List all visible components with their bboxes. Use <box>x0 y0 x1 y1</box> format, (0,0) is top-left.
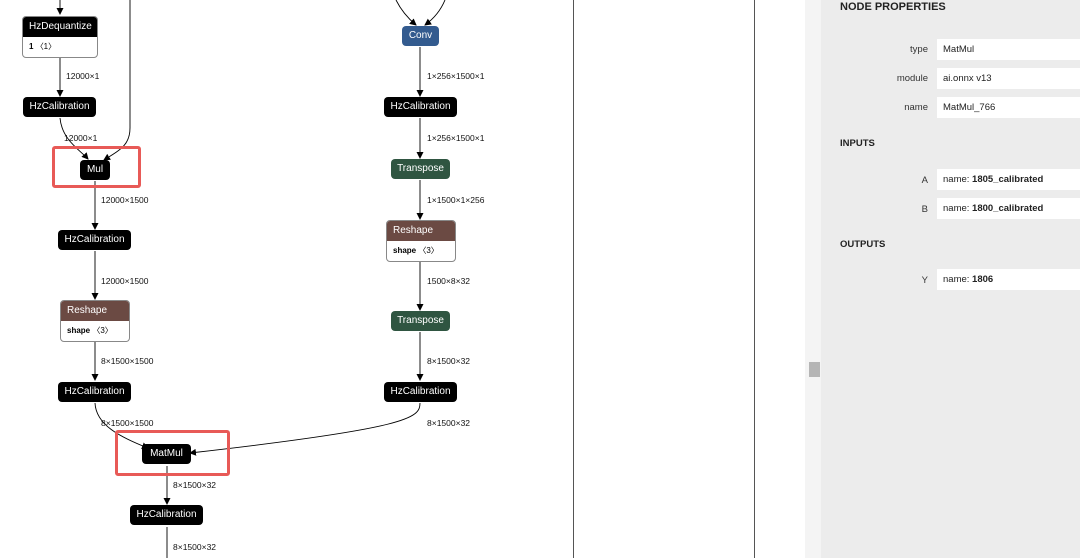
edge-hzcal3-matmul <box>94 402 149 450</box>
input-value-a[interactable]: name: 1805_calibrated <box>937 169 1080 190</box>
resize-grip[interactable] <box>809 362 820 377</box>
graph-canvas[interactable]: HzDequantize 1 〈1〉 HzCalibration Mul HzC… <box>0 0 805 558</box>
node-hzcalibration[interactable]: HzCalibration <box>384 97 457 117</box>
node-title: Reshape <box>61 301 129 321</box>
input-label-a: A <box>921 175 928 186</box>
node-matmul[interactable]: MatMul <box>142 444 191 464</box>
edge-label: 8×1500×1500 <box>101 356 154 366</box>
node-attribute: shape 〈3〉 <box>393 246 439 255</box>
edge-label: 8×1500×1500 <box>101 418 154 428</box>
panel-divider <box>754 0 755 558</box>
edge-label: 12000×1500 <box>101 195 149 205</box>
edge-label: 1×256×1500×1 <box>427 71 485 81</box>
property-label-module: module <box>896 73 928 84</box>
node-hzcalibration[interactable]: HzCalibration <box>58 382 131 402</box>
node-hzcalibration[interactable]: HzCalibration <box>23 97 96 117</box>
sidebar-resize-strip[interactable] <box>805 0 821 558</box>
edge-label: 8×1500×32 <box>427 356 471 366</box>
outputs-section-title: OUTPUTS <box>840 239 886 250</box>
node-title: Reshape <box>387 221 455 241</box>
node-hzcalibration[interactable]: HzCalibration <box>58 230 131 250</box>
edge-label: 1500×8×32 <box>427 276 471 286</box>
property-value-module[interactable]: ai.onnx v13 <box>937 68 1080 89</box>
node-attribute: 1 〈1〉 <box>29 42 57 51</box>
panel-divider <box>573 0 574 558</box>
property-value-name[interactable]: MatMul_766 <box>937 97 1080 118</box>
panel-title: NODE PROPERTIES <box>840 1 946 13</box>
edge-hzcal-matmul <box>189 402 421 456</box>
property-label-name: name <box>904 102 928 113</box>
edge-top-to-conv-a <box>395 0 417 26</box>
input-value-b[interactable]: name: 1800_calibrated <box>937 198 1080 219</box>
node-hzcalibration[interactable]: HzCalibration <box>384 382 457 402</box>
edge-label: 1×1500×1×256 <box>427 195 485 205</box>
output-label-y: Y <box>921 275 928 286</box>
node-properties-panel: NODE PROPERTIES type MatMul module ai.on… <box>805 0 1080 558</box>
edge-hzcal-mul <box>59 117 89 160</box>
node-attribute: shape 〈3〉 <box>67 326 113 335</box>
node-conv[interactable]: Conv <box>402 26 439 46</box>
highlight-box-mul <box>52 146 141 188</box>
edge-label: 12000×1 <box>64 133 98 143</box>
node-hzcalibration[interactable]: HzCalibration <box>130 505 203 525</box>
input-label-b: B <box>921 204 928 215</box>
output-value-y[interactable]: name: 1806 <box>937 269 1080 290</box>
property-label-type: type <box>910 44 928 55</box>
edge-label: 8×1500×32 <box>173 480 217 490</box>
node-hzdequantize[interactable]: HzDequantize 1 〈1〉 <box>22 16 98 58</box>
graph-edges <box>56 0 446 558</box>
node-reshape[interactable]: Reshape shape 〈3〉 <box>60 300 130 342</box>
highlight-box-matmul <box>115 430 230 476</box>
edge-label: 12000×1500 <box>101 276 149 286</box>
inputs-section-title: INPUTS <box>840 138 875 149</box>
node-transpose[interactable]: Transpose <box>391 159 450 179</box>
edge-label: 8×1500×32 <box>427 418 471 428</box>
node-mul[interactable]: Mul <box>80 160 110 180</box>
node-transpose[interactable]: Transpose <box>391 311 450 331</box>
edge-label: 1×256×1500×1 <box>427 133 485 143</box>
property-value-type[interactable]: MatMul <box>937 39 1080 60</box>
node-reshape[interactable]: Reshape shape 〈3〉 <box>386 220 456 262</box>
node-title: HzDequantize <box>23 17 97 37</box>
edge-top-to-mul <box>103 0 131 161</box>
edge-label: 8×1500×32 <box>173 542 217 552</box>
edge-top-to-conv-b <box>424 0 446 26</box>
edge-label: 12000×1 <box>66 71 100 81</box>
